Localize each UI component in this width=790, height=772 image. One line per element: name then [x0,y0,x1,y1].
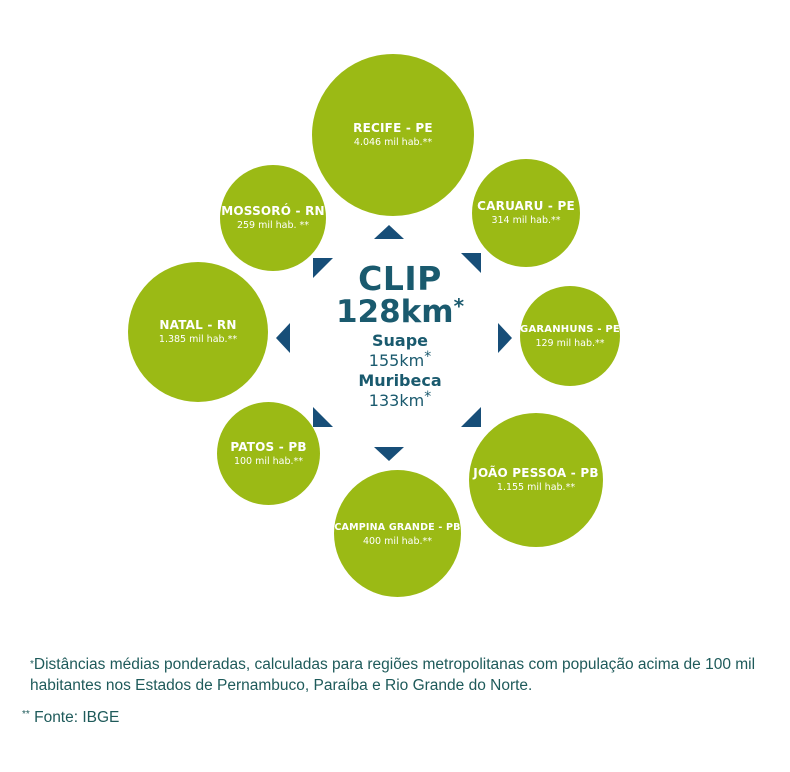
city-name: GARANHUNS - PE [520,324,620,335]
city-circle-garanhuns: GARANHUNS - PE 129 mil hab.** [520,286,620,386]
hub-distance: 128km* [335,294,465,330]
hub-title: CLIP [358,259,442,298]
secondary-distance-suape: 155km* [368,349,432,370]
city-population: 314 mil hab.** [491,215,561,226]
arrow-up-left-icon [313,258,333,278]
arrow-right-icon [498,323,512,353]
city-name: MOSSORÓ - RN [221,204,325,218]
city-circle-patos: PATOS - PB 100 mil hab.** [217,402,320,505]
arrow-up-right-icon [461,253,481,273]
secondary-name-muribeca: Muribeca [358,371,442,390]
city-circle-campina-grande: CAMPINA GRANDE - PB 400 mil hab.** [334,470,461,597]
city-population: 1.155 mil hab.** [496,482,576,493]
city-circle-joao-pessoa: JOÃO PESSOA - PB 1.155 mil hab.** [469,413,603,547]
arrow-up-icon [374,225,404,239]
city-name: NATAL - RN [159,318,237,332]
arrow-down-left-icon [313,407,333,427]
secondary-distance-muribeca: 133km* [368,389,432,410]
city-population: 129 mil hab.** [535,338,605,349]
city-circle-caruaru: CARUARU - PE 314 mil hab.** [472,159,580,267]
secondary-name-suape: Suape [371,331,428,350]
city-population: 100 mil hab.** [233,455,304,467]
city-circle-natal: NATAL - RN 1.385 mil hab.** [128,262,268,402]
city-name: JOÃO PESSOA - PB [473,466,599,480]
arrow-down-icon [374,447,404,461]
city-name: RECIFE - PE [353,121,433,135]
arrow-down-right-icon [461,407,481,427]
city-population: 1.385 mil hab.** [158,334,238,345]
city-name: CAMPINA GRANDE - PB [334,521,461,533]
city-circle-mossoro: MOSSORÓ - RN 259 mil hab. ** [220,165,326,271]
footnote-source: ** Fonte: IBGE [22,709,120,726]
city-name: CARUARU - PE [477,199,575,213]
city-population: 259 mil hab. ** [236,220,310,231]
hub-label: CLIP 128km* Suape 155km* Muribeca 133km* [300,262,500,411]
city-population: 400 mil hab.** [362,535,433,547]
arrow-left-icon [276,323,290,353]
city-population: 4.046 mil hab.** [353,137,433,148]
footnote-distances: *Distâncias médias ponderadas, calculada… [30,656,756,694]
city-name: PATOS - PB [230,439,307,454]
city-circle-recife: RECIFE - PE 4.046 mil hab.** [312,54,474,216]
